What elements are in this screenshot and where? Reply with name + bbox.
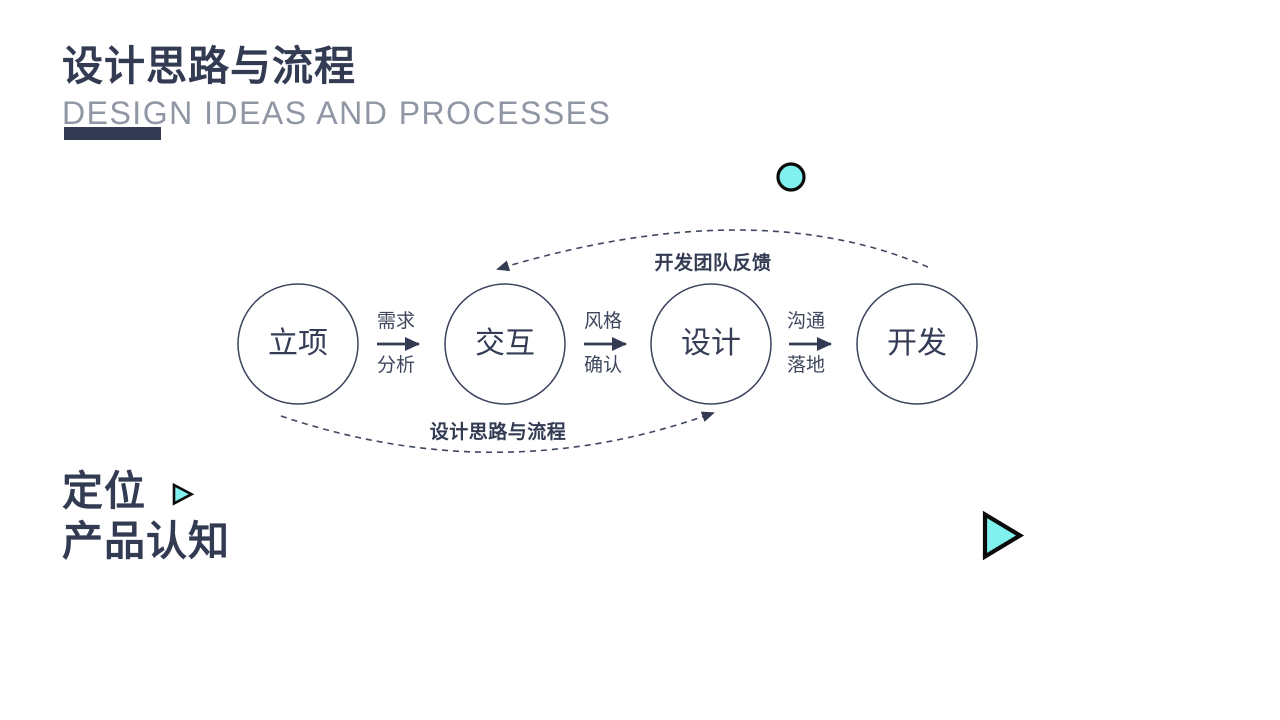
page-subtitle: DESIGN IDEAS AND PROCESSES [62,95,612,131]
cyan-dot-icon [776,162,806,192]
small-play-triangle-icon [172,482,195,506]
step-label-3: 设计 [681,327,741,360]
step-circle-lixiang [237,283,359,405]
step-label-1: 立项 [268,327,328,360]
connector-1-top-label: 需求 [376,311,415,332]
connector-2-top-label: 风格 [583,311,622,332]
connector-3-bottom-label: 落地 [786,355,825,376]
connector-3-top-label: 沟通 [786,311,825,332]
footer-heading-positioning: 定位 [62,468,146,514]
process-arc [280,411,715,454]
step-circle-jiaohu [444,283,566,405]
step-label-4: 开发 [887,327,947,360]
process-arc-label: 设计思路与流程 [429,422,567,443]
step-label-2: 交互 [475,327,535,360]
connector-2-bottom-label: 确认 [583,355,622,376]
feedback-arc-label: 开发团队反馈 [654,253,772,274]
feedback-arc [496,229,929,272]
footer-heading-product-cognition: 产品认知 [62,518,230,564]
page-title: 设计思路与流程 [62,43,356,89]
title-accent-bar [64,127,161,140]
connector-1-bottom-label: 分析 [376,355,415,376]
step-circle-kaifa [856,283,978,405]
step-circle-sheji [650,283,772,405]
large-play-triangle-icon [982,510,1025,561]
